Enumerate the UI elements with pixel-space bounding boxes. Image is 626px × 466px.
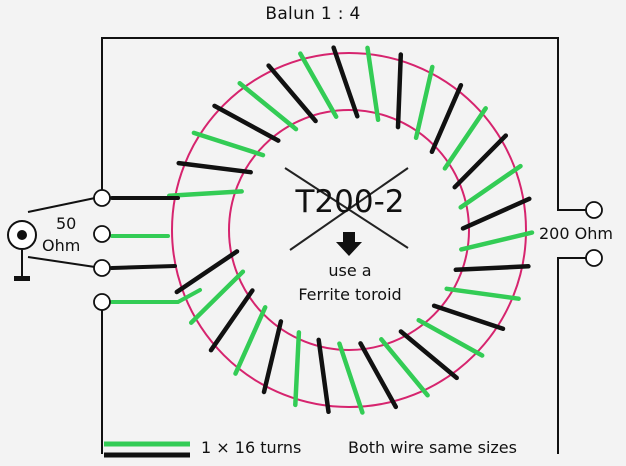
black-wire-turn <box>460 196 532 231</box>
terminal-circle-icon <box>93 189 111 207</box>
terminal-leads <box>110 196 202 304</box>
terminal-circle-icon <box>93 293 111 311</box>
toroid-core <box>171 52 527 408</box>
green-wire-turn <box>337 341 365 415</box>
lead-black-lower <box>110 264 177 270</box>
black-wire-turn <box>176 160 253 175</box>
terminal-circle-icon <box>585 201 603 219</box>
green-wire-turn <box>413 64 435 141</box>
frame-wiring <box>21 37 587 454</box>
source-bottom-link <box>27 256 96 268</box>
legend-turns-label: 1 × 16 turns <box>201 438 302 457</box>
green-wire-turn <box>444 286 521 301</box>
core-inner-edge <box>228 109 470 351</box>
green-wire-turn <box>458 163 523 210</box>
green-wire-turn <box>233 305 268 376</box>
winding-turns <box>166 45 535 415</box>
core-hint-line1: use a <box>328 261 372 280</box>
terminal-circle-icon <box>585 249 603 267</box>
terminal-circle-icon <box>93 225 111 243</box>
right-lower-wire <box>557 257 587 454</box>
black-wire-turn <box>431 303 506 332</box>
black-wire-turn <box>266 63 318 124</box>
green-wire-turn <box>416 317 485 358</box>
load-impedance-label: 200 Ohm <box>539 224 613 243</box>
green-wire-turn <box>298 51 339 119</box>
black-wire-turn <box>261 319 284 395</box>
lead-green-lower <box>110 288 202 304</box>
core-part-label: T200-2 <box>295 184 405 220</box>
black-wire-turn <box>395 52 404 130</box>
black-wire-turn <box>453 264 531 273</box>
coax-connector-icon <box>7 220 37 250</box>
source-top-link <box>27 197 96 213</box>
green-wire-turn <box>188 269 246 325</box>
black-wire-turn <box>212 103 281 143</box>
green-wire-turn <box>166 189 244 198</box>
green-wire-turn <box>365 45 381 123</box>
black-wire-turn <box>452 133 509 190</box>
arrow-down-icon <box>336 232 362 256</box>
black-wire-turn <box>174 249 240 295</box>
legend-swatches <box>104 441 190 458</box>
ground-icon <box>14 276 30 281</box>
black-wire-turn <box>331 45 360 119</box>
top-lead-wire <box>101 37 587 211</box>
black-wire-turn <box>358 341 399 410</box>
black-wire-turn <box>208 288 255 353</box>
green-wire-turn <box>379 337 430 398</box>
green-wire-turn <box>442 106 488 171</box>
green-wire-turn <box>237 81 299 132</box>
diagram-title: Balun 1 : 4 <box>265 4 361 24</box>
core-hint-line2: Ferrite toroid <box>298 285 402 304</box>
black-wire-turn <box>316 337 331 415</box>
terminal-circle-icon <box>93 259 111 277</box>
black-wire-turn <box>429 82 464 155</box>
black-wire-turn <box>398 329 459 381</box>
legend-note: Both wire same sizes <box>348 438 517 457</box>
green-wire-turn <box>459 230 535 252</box>
core-outer-edge <box>171 52 527 408</box>
source-impedance-value: 50 <box>56 214 77 233</box>
green-wire-turn <box>293 330 302 408</box>
source-impedance-unit: Ohm <box>42 236 81 255</box>
green-wire-turn <box>191 130 266 158</box>
cross-out-mark <box>284 167 409 251</box>
